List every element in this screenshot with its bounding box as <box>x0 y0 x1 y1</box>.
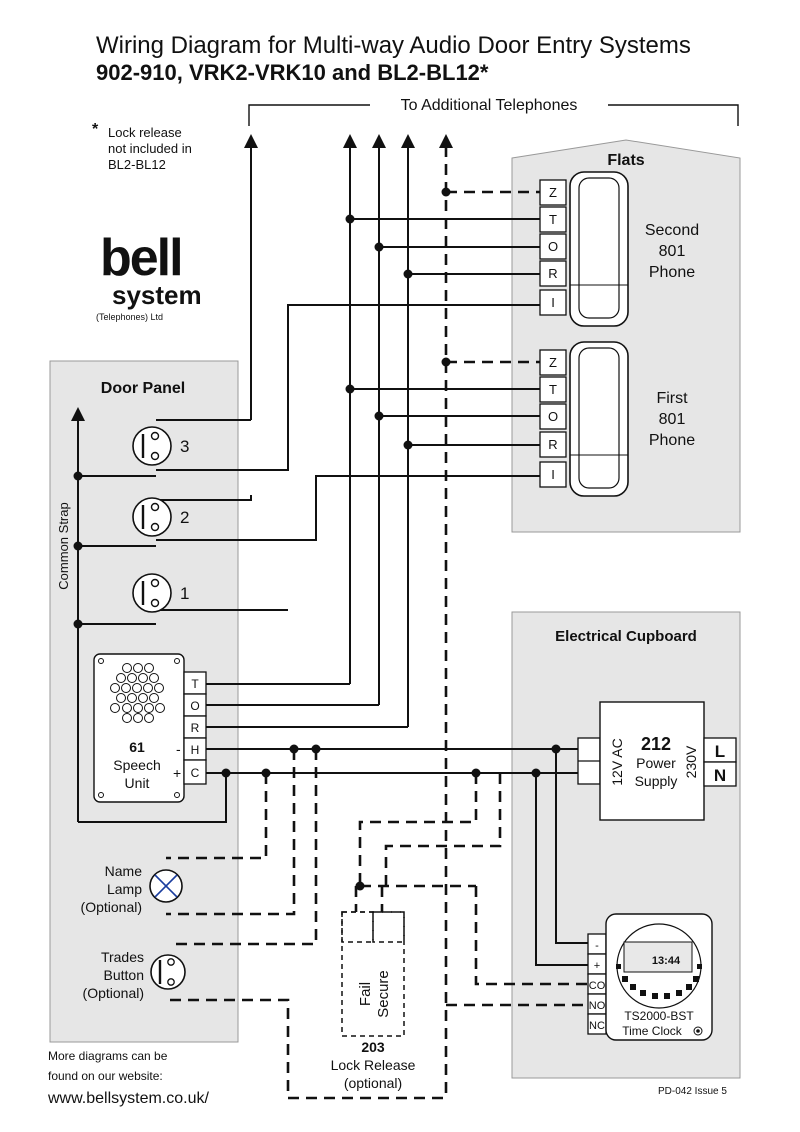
terminal-label: H <box>191 743 200 757</box>
website-link[interactable]: www.bellsystem.co.uk/ <box>48 1090 209 1107</box>
clock-reset-icon <box>693 1026 703 1036</box>
lock-secure-label: Secure <box>375 970 392 1018</box>
solid-wires <box>77 146 588 966</box>
psu-high-voltage: 230V <box>683 745 699 778</box>
terminal-label: O <box>548 409 558 424</box>
note-line: BL2-BL12 <box>108 157 166 172</box>
speech-unit <box>93 653 185 803</box>
terminal-label: R <box>191 721 200 735</box>
terminal-label: - <box>595 940 599 952</box>
terminal-label: Z <box>549 355 557 370</box>
footer-line: found on our website: <box>48 1069 163 1083</box>
bracket-left <box>248 104 370 126</box>
terminal-label: NO <box>589 1000 606 1012</box>
minus-sign: - <box>176 741 181 757</box>
second-phone-label: Phone <box>649 264 695 281</box>
cupboard-title: Electrical Cupboard <box>555 628 697 645</box>
lock-name: Lock Release <box>331 1057 416 1073</box>
speech-unit-name: Unit <box>125 775 150 791</box>
speech-unit-terminals <box>183 671 207 785</box>
terminal-label: + <box>594 960 600 972</box>
note-line: not included in <box>108 141 192 156</box>
name-lamp-label: Lamp <box>107 881 142 897</box>
power-supply <box>577 701 737 821</box>
bracket-right <box>608 104 739 126</box>
terminal-label: T <box>549 212 557 227</box>
top-label: To Additional Telephones <box>401 97 578 114</box>
dashed-wires <box>166 146 588 1100</box>
phone-handset-icon <box>569 341 629 497</box>
terminal-label: C <box>191 766 200 780</box>
psu-low-voltage: 12V AC <box>609 738 625 785</box>
name-lamp-label: Name <box>105 863 143 879</box>
diagram-subtitle: 902-910, VRK2-VRK10 and BL2-BL12* <box>96 60 489 85</box>
plus-sign: + <box>173 765 181 781</box>
lock-fail-label: Fail <box>357 982 374 1006</box>
lock-release-note: Lock release not included in BL2-BL12 <box>108 125 192 173</box>
psu-name: Power <box>636 755 676 771</box>
psu-name: Supply <box>635 773 678 789</box>
flats-box <box>511 139 741 533</box>
clock-display: 13:44 <box>652 955 681 967</box>
system-logo: system <box>112 280 202 310</box>
terminal-label: T <box>549 382 557 397</box>
terminal-label: O <box>190 699 199 713</box>
time-clock <box>587 913 713 1041</box>
phone-handset-icon <box>569 171 629 327</box>
terminal-label: CO <box>589 980 606 992</box>
button-number: 3 <box>180 437 189 456</box>
speech-unit-name: Speech <box>113 757 160 773</box>
psu-model: 212 <box>641 734 671 754</box>
first-phone-label: 801 <box>659 411 686 428</box>
lamp-icon <box>149 869 183 903</box>
button-contacts <box>141 431 160 608</box>
second-phone-terminals <box>539 179 567 316</box>
note-asterisk: * <box>92 121 99 138</box>
footer-note: More diagrams can be found on our websit… <box>48 1046 167 1086</box>
lock-optional: (optional) <box>344 1075 402 1091</box>
document-reference: PD-042 Issue 5 <box>658 1086 727 1097</box>
terminal-label: O <box>548 239 558 254</box>
clock-model: TS2000-BST <box>624 1009 694 1023</box>
terminal-label: Z <box>549 185 557 200</box>
first-phone-terminals <box>539 349 567 488</box>
terminal-label: I <box>551 295 555 310</box>
psu-live: L <box>715 742 725 761</box>
terminal-label: NC <box>589 1020 605 1032</box>
bell-logo: bell <box>100 229 184 287</box>
terminal-label: R <box>548 437 557 452</box>
trades-button-icon <box>150 954 186 990</box>
common-strap-label: Common Strap <box>56 502 71 589</box>
logo-tagline: (Telephones) Ltd <box>96 312 164 322</box>
lock-model: 203 <box>361 1039 385 1055</box>
first-phone-label: First <box>656 390 688 407</box>
flats-title: Flats <box>607 152 644 169</box>
first-phone-label: Phone <box>649 432 695 449</box>
trades-button-label: (Optional) <box>83 985 144 1001</box>
button-number: 2 <box>180 508 189 527</box>
clock-dial-segments <box>616 964 702 999</box>
trades-button-label: Trades <box>101 949 144 965</box>
junction-dots <box>73 187 561 891</box>
clock-name: Time Clock <box>622 1024 683 1038</box>
terminal-label: R <box>548 266 557 281</box>
speech-unit-model: 61 <box>129 739 145 755</box>
diagram-title: Wiring Diagram for Multi-way Audio Door … <box>96 32 691 59</box>
psu-neutral: N <box>714 766 726 785</box>
name-lamp-label: (Optional) <box>81 899 142 915</box>
door-panel-title: Door Panel <box>101 380 185 397</box>
trades-button-label: Button <box>104 967 144 983</box>
button-number: 1 <box>180 584 189 603</box>
speaker-grille-icon <box>110 663 165 723</box>
second-phone-label: Second <box>645 222 699 239</box>
note-line: Lock release <box>108 125 182 140</box>
top-arrows <box>71 134 453 421</box>
second-phone-label: 801 <box>659 243 686 260</box>
footer-line: More diagrams can be <box>48 1049 168 1063</box>
terminal-label: I <box>551 467 555 482</box>
lock-release-box <box>341 911 405 1037</box>
terminal-label: T <box>191 677 199 691</box>
